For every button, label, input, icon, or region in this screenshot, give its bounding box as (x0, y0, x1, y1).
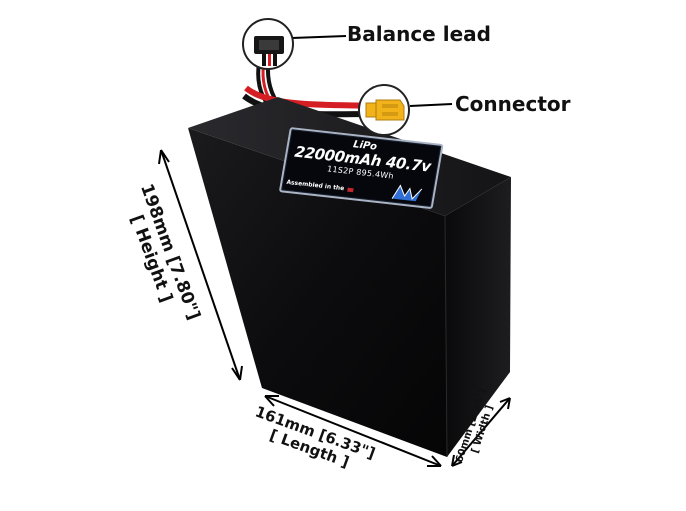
xt-connector-icon (365, 99, 405, 121)
length-dimension-line (264, 395, 442, 467)
label-origin: Assembled in the (286, 179, 354, 193)
brand-logo-icon (391, 184, 423, 202)
balance-lead-callout (242, 18, 347, 70)
height-dimension-line (158, 149, 243, 381)
connector-callout (358, 84, 453, 136)
connector-label: Connector (455, 92, 571, 116)
battery-front-face (188, 128, 447, 457)
flag-icon (346, 187, 354, 192)
battery-label: LiPo 22000mAh 40.7v 11S2P 895.4Wh Assemb… (278, 127, 444, 210)
balance-lead-label: Balance lead (347, 22, 491, 46)
label-origin-text: Assembled in the (285, 178, 345, 193)
battery-side-face (445, 177, 511, 457)
width-dimension-line (451, 397, 511, 467)
balance-plug-icon (254, 36, 284, 66)
